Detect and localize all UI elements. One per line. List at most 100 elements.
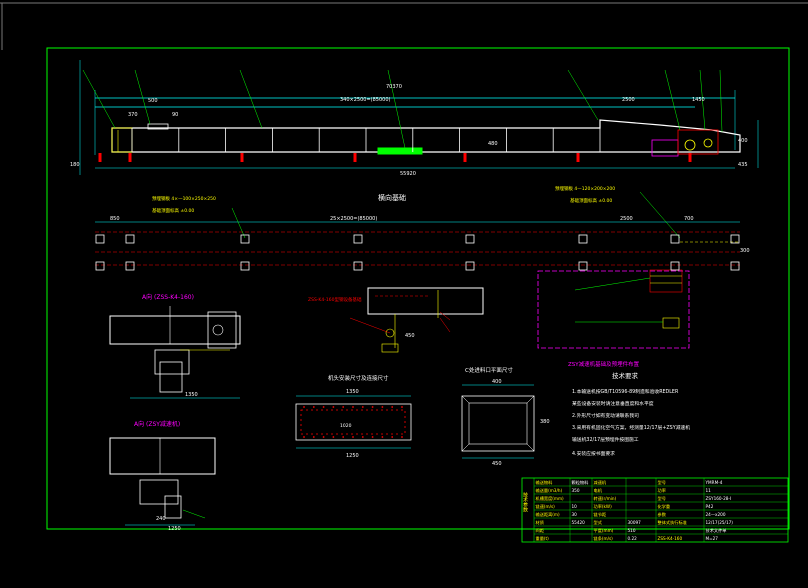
dim-text-5: 2500	[622, 97, 635, 103]
view-a2-title: A向 (ZSY减速机)	[134, 420, 180, 428]
anchor-plate	[465, 261, 475, 271]
anchor-plate	[578, 261, 588, 271]
tech-note-2: 某些设备安装时请注意垂直度和水平度	[572, 400, 654, 407]
support-post	[576, 153, 580, 162]
title-block-cell: 30097	[628, 520, 642, 525]
bolt-hole	[381, 436, 384, 438]
dim-text-10: 400	[738, 138, 748, 144]
tail-section	[111, 127, 133, 153]
title-block-cell: 10	[572, 504, 578, 509]
head-mount-detail: 机头安装尺寸及连接尺寸 1350 1250 1020	[295, 374, 412, 459]
dim-text-9: 480	[488, 141, 498, 147]
title-block-cell: 型式	[594, 519, 603, 525]
title-block-cell: 输送量(m3/h)	[536, 487, 563, 494]
tech-note-3: 2.外形尺寸如有变动请联系我司	[572, 412, 639, 419]
tech-note-5: 输送机32/17层预埋件按图施工	[572, 436, 639, 443]
dim-text-2: 370	[128, 112, 138, 118]
bolt-hole	[361, 406, 364, 408]
dim-text-4: 340×2500=(85000)	[340, 97, 391, 103]
bolt-hole	[401, 406, 403, 408]
support-post	[98, 153, 102, 162]
inlet-hopper	[147, 123, 169, 130]
view-a1: A向 (ZSS-K4-160) 1350	[109, 293, 241, 399]
dim-text-6: 1450	[692, 97, 705, 103]
anchor-plate	[730, 234, 740, 244]
drive-foundation-box	[537, 270, 690, 349]
bolt-hole	[342, 406, 345, 408]
view-a1-trough	[109, 315, 241, 345]
structural-marks	[95, 128, 740, 438]
mid-dim: 450	[405, 333, 415, 339]
view-a1-motor	[159, 361, 183, 393]
view-a2-reducer	[139, 479, 179, 505]
dim-text-7: 435	[738, 162, 748, 168]
title-block-cell: 机槽宽度(mm)	[536, 495, 565, 502]
title-block-cell: 电机	[594, 487, 603, 494]
bolt-hole	[322, 436, 325, 438]
plan-note-3: 预埋钢板 4—120×200×200	[555, 185, 615, 192]
title-block-cell: 重量(t)	[536, 535, 550, 542]
tech-notes-title: 技术要求	[612, 371, 639, 380]
inlet-dim-top: 400	[492, 379, 502, 385]
anchor-plate	[465, 234, 475, 244]
title-block-cell: 输送物料	[536, 479, 554, 486]
support-post	[240, 153, 244, 162]
anchor-plate	[730, 261, 740, 271]
title-block-cell: 55420	[572, 520, 586, 525]
plan-note-4: 基础顶面标高 ±0.00	[570, 197, 612, 204]
inlet-detail: C处进料口平面尺寸 400 450 380	[461, 366, 550, 467]
plan-note-2: 基础顶面标高 ±0.00	[152, 207, 194, 214]
title-block-cell: 链条(m/s)	[594, 535, 614, 542]
anchor-plate	[240, 261, 250, 271]
plan-dim-5: 300	[740, 248, 750, 254]
inlet-dim-bottom: 450	[492, 461, 502, 467]
bolt-hole	[352, 406, 354, 408]
plan-dim-1: 850	[110, 216, 120, 222]
view-a2-trough	[109, 437, 216, 475]
title-block-cell: 转速(r/min)	[594, 495, 617, 502]
side-elevation: 500 370 90 340×2500=(85000) 2500 1450 43…	[70, 60, 759, 177]
dim-text-11: 55920	[400, 171, 416, 177]
inlet-opening	[468, 402, 528, 445]
mid-detail-title: ZSS-K4-160型钢设备基础	[308, 296, 362, 303]
drive-reducer	[677, 129, 719, 155]
anchor-plate	[578, 234, 588, 244]
bolt-hole	[371, 406, 374, 408]
bolt-hole	[401, 436, 403, 438]
callout-length: 70370	[386, 84, 402, 90]
title-block-cell: 型号	[658, 479, 666, 486]
title-block-cell: 510	[628, 528, 636, 533]
plan-dim-3: 2500	[620, 216, 633, 222]
drive-foundation-title: ZSY减速机基础及预埋件布置	[568, 360, 640, 368]
title-block-cell: 11	[706, 488, 712, 493]
dim-text-3: 90	[172, 112, 178, 118]
inlet-dim-side: 380	[540, 419, 550, 425]
bolt-hole	[332, 436, 335, 438]
title-block-cell: ZSY160-28-I	[706, 496, 732, 501]
title-block-cell: 350	[572, 488, 580, 493]
bolt-hole	[391, 406, 394, 408]
title-block-cell: 链速(m/s)	[536, 503, 556, 510]
conveyor-trough	[111, 119, 741, 153]
title-block-cell: 材质	[536, 519, 544, 526]
view-a2-dim-2: 240	[156, 516, 166, 522]
bolt-hole	[312, 406, 315, 408]
tech-note-1: 1.本输送机按GB/T10596-89制造和验收REDLER	[572, 388, 679, 395]
title-block-cell: ZSS-K4-160	[658, 536, 683, 541]
plan-view: 横向基础 850 25×2500=(85000) 2500 700 300 预埋…	[95, 185, 750, 368]
bolt-hole	[303, 406, 305, 408]
title-block-cell: 24—x200	[706, 512, 726, 517]
title-block-cell: M=27	[706, 536, 719, 541]
title-block-cell: 参数	[658, 511, 667, 518]
drawing-border	[46, 47, 790, 530]
support-post	[128, 153, 132, 162]
title-block-cell: 技术文件单	[706, 527, 727, 534]
head-dim-inner: 1020	[340, 423, 352, 429]
bolt-hole	[332, 406, 335, 408]
intermediate-inlet	[377, 147, 423, 155]
support-post	[353, 153, 357, 162]
title-block-cell: 30	[572, 512, 578, 517]
anchor-plate	[353, 261, 363, 271]
